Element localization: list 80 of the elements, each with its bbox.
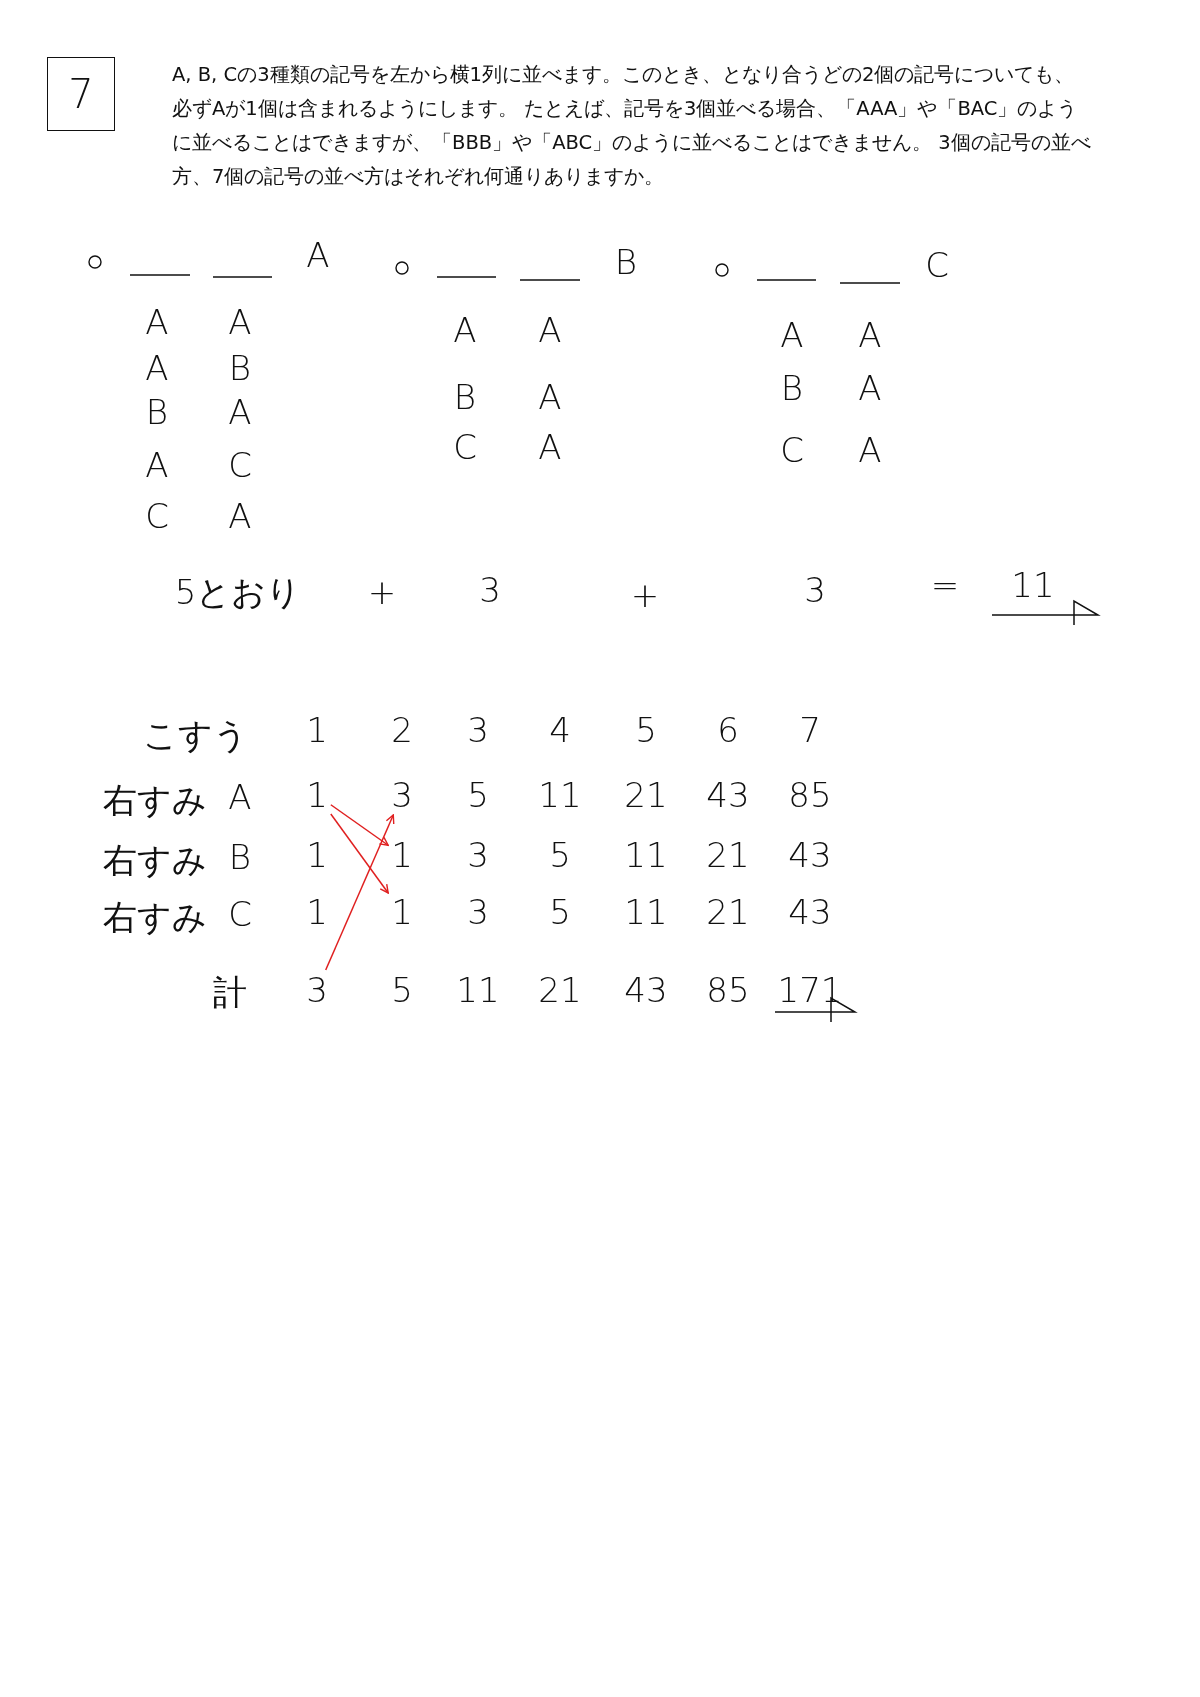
handwritten-text: 3 bbox=[467, 895, 489, 929]
handwritten-text: C bbox=[453, 430, 477, 464]
handwritten-text: B bbox=[614, 245, 638, 279]
handwritten-text: 5とおり bbox=[174, 575, 302, 609]
handwritten-text: 21 bbox=[538, 973, 582, 1007]
handwritten-text: A bbox=[228, 780, 252, 814]
handwritten-text: B bbox=[145, 395, 169, 429]
handwritten-text: 11 bbox=[1011, 568, 1055, 602]
handwritten-text: 右すみ bbox=[103, 843, 207, 877]
handwritten-text: A bbox=[306, 238, 330, 272]
handwritten-text: 43 bbox=[706, 778, 750, 812]
handwritten-text: 右すみ bbox=[103, 783, 207, 817]
handwritten-text: = bbox=[930, 568, 960, 602]
handwritten-text: 21 bbox=[706, 895, 750, 929]
handwritten-text: + bbox=[367, 575, 397, 609]
handwritten-text: 21 bbox=[706, 838, 750, 872]
handwritten-text: 85 bbox=[788, 778, 832, 812]
handwritten-number: 1 bbox=[391, 838, 413, 872]
handwritten-text: 5 bbox=[635, 713, 657, 747]
handwritten-text: 5 bbox=[391, 973, 413, 1007]
handwritten-number: 1 bbox=[391, 895, 413, 929]
handwritten-text: 右すみ bbox=[103, 900, 207, 934]
handwritten-text: A bbox=[538, 430, 562, 464]
handwritten-text: 11 bbox=[624, 838, 668, 872]
arrow bbox=[330, 813, 389, 894]
handwritten-text: 5 bbox=[549, 838, 571, 872]
handwritten-text: 43 bbox=[788, 838, 832, 872]
handwritten-text: A bbox=[858, 433, 882, 467]
handwritten-text: B bbox=[228, 351, 252, 385]
handwritten-text: C bbox=[925, 248, 949, 282]
handwritten-text: 5 bbox=[549, 895, 571, 929]
handwritten-text: 43 bbox=[624, 973, 668, 1007]
handwritten-text: 5 bbox=[467, 778, 489, 812]
handwritten-text: A bbox=[228, 499, 252, 533]
handwritten-text: A bbox=[145, 351, 169, 385]
handwritten-text: 計 bbox=[213, 975, 247, 1009]
handwritten-text: A bbox=[228, 305, 252, 339]
handwritten-text: + bbox=[630, 578, 660, 612]
handwritten-text: B bbox=[780, 371, 804, 405]
handwritten-text: A bbox=[858, 371, 882, 405]
handwritten-text: 11 bbox=[624, 895, 668, 929]
handwritten-text: C bbox=[228, 448, 252, 482]
handwritten-text: B bbox=[228, 840, 252, 874]
handwritten-text: 3 bbox=[467, 713, 489, 747]
handwritten-text: 1 bbox=[306, 838, 328, 872]
handwritten-text: 1 bbox=[306, 895, 328, 929]
handwritten-text: 3 bbox=[467, 838, 489, 872]
handwritten-text: 4 bbox=[549, 713, 571, 747]
handwritten-text: A bbox=[538, 313, 562, 347]
handwritten-text: C bbox=[228, 897, 252, 931]
problem-statement: A, B, Cの3種類の記号を左から横1列に並べます。このとき、となり合うどの2個の記号についても、必ずAが1個は含まれるようにします。 たとえば、記号を3個並べる場合、「AAA」や「BAC」のように並べることはできますが、「BBB」や「ABC」のように並べることはできません。 3個の記号の並べ方、7個の記号の並べ方はそれぞれ何通りありますか。 bbox=[172, 62, 1092, 190]
handwritten-text: 2 bbox=[391, 713, 413, 747]
handwritten-text: 3 bbox=[479, 573, 501, 607]
handwritten-text: C bbox=[780, 433, 804, 467]
handwritten-text: 43 bbox=[788, 895, 832, 929]
handwritten-text: 6 bbox=[717, 713, 739, 747]
handwritten-text: A bbox=[228, 395, 252, 429]
handwritten-text: 21 bbox=[624, 778, 668, 812]
handwritten-number: 1 bbox=[306, 778, 328, 812]
handwritten-text: 7 bbox=[799, 713, 821, 747]
problem-number-box: 7 bbox=[47, 57, 115, 131]
handwritten-text: 3 bbox=[804, 573, 826, 607]
handwritten-text: 11 bbox=[538, 778, 582, 812]
handwritten-text: 11 bbox=[456, 973, 500, 1007]
handwritten-text: 85 bbox=[706, 973, 750, 1007]
handwritten-text: C bbox=[145, 499, 169, 533]
handwritten-text: A bbox=[858, 318, 882, 352]
handwritten-text: 1 bbox=[306, 713, 328, 747]
arrow bbox=[330, 804, 389, 846]
handwritten-text: A bbox=[453, 313, 477, 347]
handwritten-text: A bbox=[145, 448, 169, 482]
handwritten-text: B bbox=[453, 380, 477, 414]
handwritten-text: A bbox=[538, 380, 562, 414]
arrow bbox=[324, 814, 395, 971]
handwritten-text: A bbox=[780, 318, 804, 352]
handwritten-text: こすう bbox=[142, 718, 248, 752]
handwritten-number: 3 bbox=[306, 973, 328, 1007]
handwritten-number: 3 bbox=[391, 778, 413, 812]
handwritten-text: A bbox=[145, 305, 169, 339]
handwritten-text: 171 bbox=[777, 973, 843, 1007]
